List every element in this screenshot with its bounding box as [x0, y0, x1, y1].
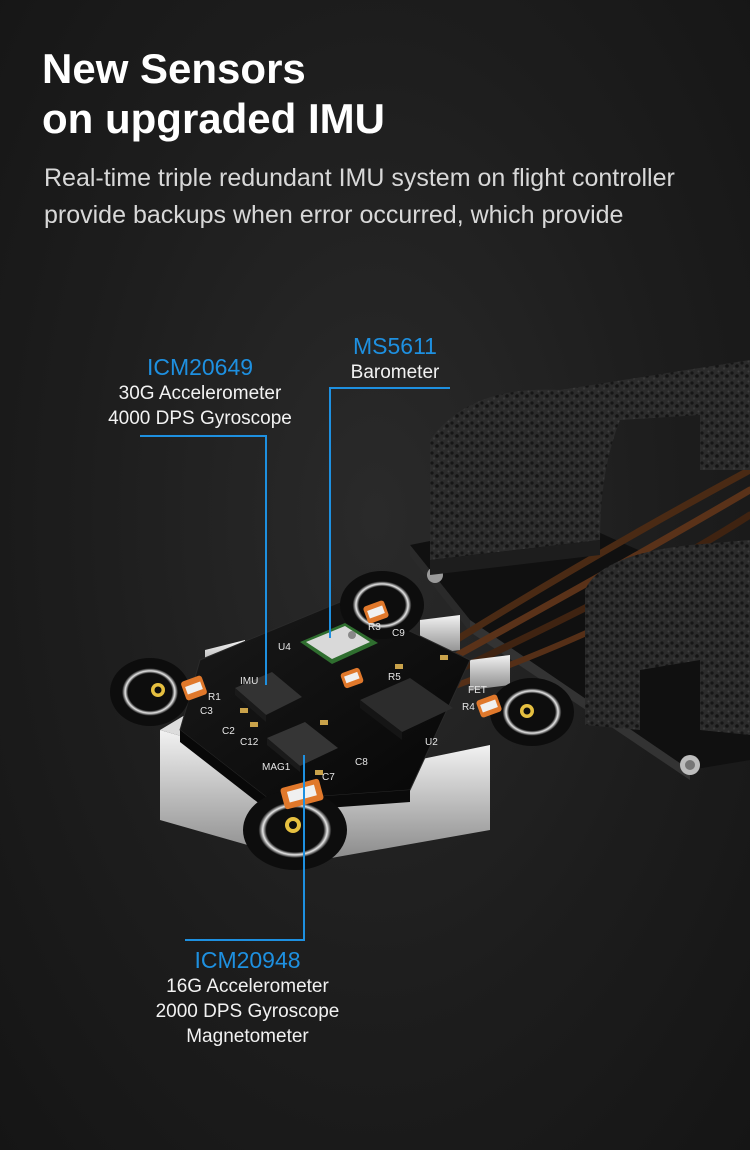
chip-icm20948 — [267, 722, 338, 772]
leader-icm20948 — [185, 755, 305, 941]
callout-icm20948: ICM20948 16G Accelerometer 2000 DPS Gyro… — [130, 946, 365, 1049]
subheadline-line-1: Real-time triple redundant IMU system on… — [44, 164, 675, 192]
silk-c3: C3 — [200, 706, 213, 717]
leader-icm20649 — [140, 435, 267, 685]
silk-imu: IMU — [240, 676, 258, 687]
leader-ms5611 — [329, 387, 450, 638]
mounting-ears — [110, 571, 574, 870]
silk-c2: C2 — [222, 726, 235, 737]
silk-c12: C12 — [240, 737, 259, 748]
silk-u2: U2 — [425, 737, 438, 748]
callout-icm20948-spec-2: 2000 DPS Gyroscope — [155, 1001, 340, 1022]
headline-line-2: on upgraded IMU — [42, 95, 385, 142]
callout-icm20649: ICM20649 30G Accelerometer 4000 DPS Gyro… — [80, 353, 320, 431]
chip-u2 — [360, 678, 453, 740]
silk-u4: U4 — [278, 642, 291, 653]
silk-fet: FET — [468, 685, 487, 696]
chip-icm20649 — [235, 672, 302, 722]
silk-r3: R3 — [368, 622, 381, 633]
silk-mag1: MAG1 — [262, 762, 291, 773]
silk-r1: R1 — [208, 692, 221, 703]
callout-icm20649-spec-2: 4000 DPS Gyroscope — [108, 408, 292, 429]
foam-damper-top — [430, 360, 750, 575]
callout-icm20948-name: ICM20948 — [194, 947, 301, 973]
headline-line-1: New Sensors — [42, 45, 306, 92]
silk-r5: R5 — [388, 672, 401, 683]
callout-ms5611: MS5611 Barometer — [330, 332, 460, 385]
silk-c9: C9 — [392, 628, 405, 639]
callout-icm20649-name: ICM20649 — [146, 354, 254, 380]
subheadline: Real-time triple redundant IMU system on… — [44, 160, 734, 234]
foam-damper-bottom — [585, 540, 750, 735]
callout-icm20948-spec-1: 16G Accelerometer — [166, 976, 329, 997]
callout-icm20649-spec-1: 30G Accelerometer — [118, 383, 282, 404]
chip-ms5611 — [300, 623, 378, 664]
callout-leader-lines — [140, 387, 450, 941]
callout-ms5611-name: MS5611 — [353, 333, 437, 359]
headline: New Sensors on upgraded IMU — [42, 44, 385, 144]
silk-c7: C7 — [322, 772, 335, 783]
subheadline-line-2: provide backups when error occurred, whi… — [44, 201, 624, 229]
silkscreen-labels: U4 R3 C9 IMU R1 C3 C2 C12 R5 R4 FET U2 M… — [200, 622, 487, 783]
silk-c8: C8 — [355, 757, 368, 768]
callout-ms5611-spec-1: Barometer — [350, 362, 440, 383]
passive-components — [181, 600, 502, 810]
callout-icm20948-spec-3: Magnetometer — [186, 1026, 309, 1047]
silk-r4: R4 — [462, 702, 475, 713]
